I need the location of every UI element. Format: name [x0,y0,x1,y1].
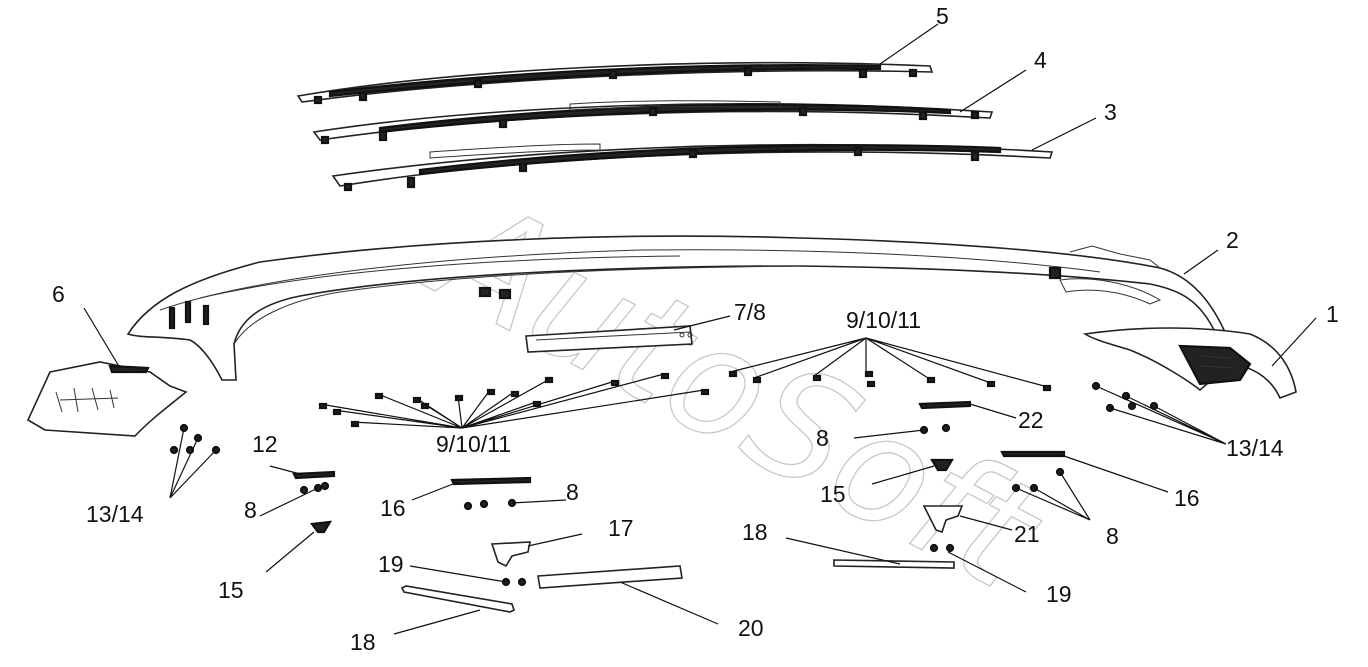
callout-15-left: 15 [218,577,244,603]
part-12-strip [292,470,336,480]
callout-3: 3 [1104,99,1117,125]
part-6-corner-panel [26,361,188,437]
callout-12: 12 [252,431,278,457]
callout-8-b: 8 [244,497,257,523]
part-5-trim-strip [296,61,934,105]
callout-5: 5 [936,3,949,29]
callout-19-left: 19 [378,551,404,577]
callout-8-d: 8 [1106,523,1119,549]
callout-18-right: 18 [742,519,768,545]
callout-16-right: 16 [1174,485,1200,511]
callout-6: 6 [52,281,65,307]
callout-19-right: 19 [1046,581,1072,607]
callout-16-left: 16 [380,495,406,521]
part-17-bracket [490,541,531,568]
part-4-trim-strip [312,100,994,145]
callout-21: 21 [1014,521,1040,547]
part-1-side-panel [1082,327,1297,400]
callout-18-left: 18 [350,629,376,655]
callout-7-8: 7/8 [734,299,766,325]
part-21-bracket [922,505,964,534]
callout-17: 17 [608,515,634,541]
part-20-rail [537,565,683,589]
part-7-8-bracket [525,325,693,353]
callout-22: 22 [1018,407,1044,433]
part-22-strip [918,400,972,410]
leader-lines [83,23,1317,635]
fastener-clips-9-10-11 [318,370,1052,428]
callout-13-14-right: 13/14 [1226,435,1284,461]
part-2-main-panel [126,235,1226,381]
part-18-strut [400,559,955,613]
callout-13-14-left: 13/14 [86,501,144,527]
callout-labels: 1 2 3 4 5 6 7/8 9/10/11 9/10/11 22 8 13/… [52,3,1339,655]
callout-8-c: 8 [566,479,579,505]
callout-9-10-11-top: 9/10/11 [846,307,921,333]
callout-9-10-11-left: 9/10/11 [436,431,511,457]
callout-20: 20 [738,615,764,641]
callout-4: 4 [1034,47,1047,73]
callout-2: 2 [1226,227,1239,253]
callout-8-a: 8 [816,425,829,451]
callout-15-right: 15 [820,481,846,507]
part-16-strip [450,450,1066,486]
part-3-trim-strip [331,143,1054,192]
part-15-clip [309,458,954,534]
callout-1: 1 [1326,301,1339,327]
